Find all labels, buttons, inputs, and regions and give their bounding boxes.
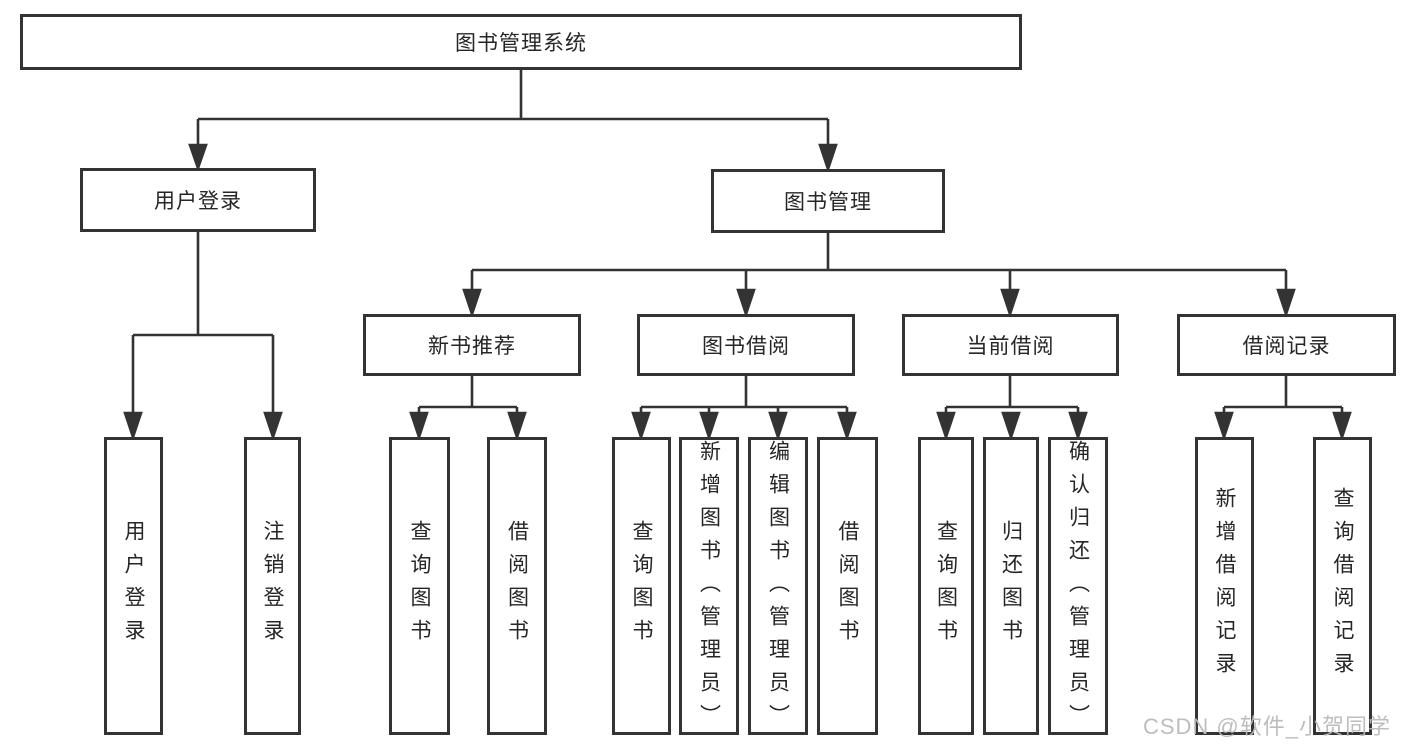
connector-user-login-to-leaves	[123, 232, 283, 442]
arrowhead	[631, 411, 651, 442]
leaf-borrow-book-recommend: 借阅图书	[487, 437, 547, 735]
node-current-borrow: 当前借阅	[902, 314, 1119, 376]
arrowhead	[1001, 411, 1021, 442]
leaf-logout: 注销登录	[244, 437, 301, 735]
arrowhead	[818, 143, 838, 174]
leaf-return-book: 归还图书	[983, 437, 1039, 735]
leaf-query-book-current: 查询图书	[918, 437, 974, 735]
leaf-borrow-book: 借阅图书	[817, 437, 878, 735]
node-book-borrow: 图书借阅	[637, 314, 855, 376]
leaf-confirm-return-admin: 确认归还（管理员）	[1048, 437, 1108, 737]
leaf-query-book-borrow: 查询图书	[612, 437, 671, 735]
arrowhead	[837, 411, 857, 442]
csdn-watermark: CSDN @软件_小贺同学	[1142, 714, 1391, 739]
node-new-book-recommend: 新书推荐	[363, 314, 581, 376]
node-book-management: 图书管理	[711, 169, 945, 233]
leaf-edit-book-admin: 编辑图书（管理员）	[748, 437, 808, 737]
connector-current-borrow-to-leaves	[936, 376, 1088, 442]
arrowhead	[699, 411, 719, 442]
arrowhead	[263, 411, 283, 442]
connector-root-to-level2	[188, 70, 838, 174]
arrowhead	[409, 411, 429, 442]
leaf-query-borrow-record: 查询借阅记录	[1313, 437, 1372, 735]
arrowhead	[507, 411, 527, 442]
arrowhead	[768, 411, 788, 442]
connector-borrow-record-to-leaves	[1214, 376, 1352, 442]
leaf-add-book-admin: 新增图书（管理员）	[679, 437, 739, 737]
arrowhead	[736, 288, 756, 319]
arrowhead	[188, 143, 208, 172]
connector-book-management-to-level3	[462, 233, 1296, 319]
node-root-system: 图书管理系统	[20, 14, 1022, 70]
node-borrow-record: 借阅记录	[1177, 314, 1396, 376]
leaf-add-borrow-record: 新增借阅记录	[1195, 437, 1254, 735]
leaf-query-book-recommend: 查询图书	[389, 437, 450, 735]
arrowhead	[123, 411, 143, 442]
arrowhead	[1214, 411, 1234, 442]
arrowhead	[1000, 288, 1020, 319]
node-user-login: 用户登录	[80, 168, 316, 232]
connector-new-book-to-leaves	[409, 376, 527, 442]
arrowhead	[936, 411, 956, 442]
leaf-user-login: 用户登录	[104, 437, 163, 735]
arrowhead	[1068, 411, 1088, 442]
arrowhead	[1332, 411, 1352, 442]
connector-book-borrow-to-leaves	[631, 376, 857, 442]
arrowhead	[462, 288, 482, 319]
arrowhead	[1276, 288, 1296, 319]
